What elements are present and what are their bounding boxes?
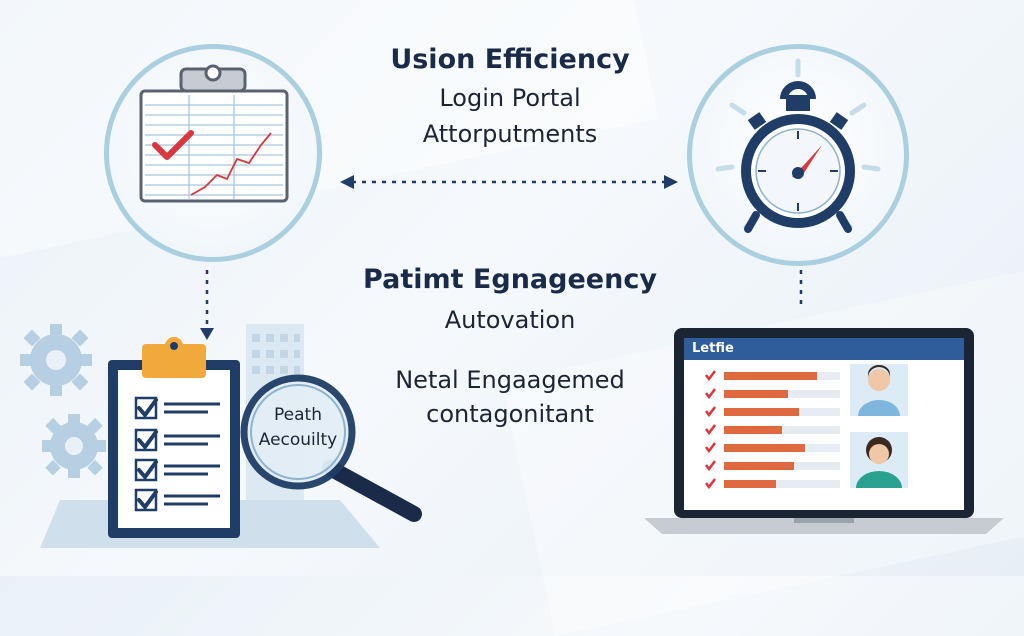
- list-bar: [724, 390, 788, 398]
- usion-efficiency-title: Usion Efficiency: [390, 44, 630, 75]
- magnifier-icon: [240, 374, 422, 522]
- magnifier-text-peath: Peath: [274, 405, 322, 425]
- list-check-icon: [705, 478, 716, 490]
- list-bar: [724, 480, 776, 488]
- list-bar: [724, 426, 782, 434]
- list-check-icon: [705, 370, 716, 382]
- laptop-icon: [644, 328, 1004, 534]
- list-bar: [724, 444, 805, 452]
- netal-engaagemed-text: Netal Engaagemed: [395, 366, 625, 394]
- clipboard-chart-circle: [104, 44, 322, 262]
- list-bar: [724, 462, 794, 470]
- list-bar: [724, 408, 799, 416]
- clipboard-chart-icon: [139, 64, 289, 203]
- magnifier-text-aecouilty: Aecouilty: [258, 430, 338, 450]
- list-bar-track: [724, 480, 840, 488]
- gear-icon: [20, 324, 92, 396]
- list-check-icon: [705, 460, 716, 472]
- login-portal-text: Login Portal: [439, 84, 581, 112]
- checklist-scene: [20, 324, 422, 548]
- dotted-connectors: [200, 175, 803, 340]
- female-avatar-icon: [850, 432, 908, 488]
- contagonitant-text: contagonitant: [426, 400, 594, 428]
- attorputments-text: Attorputments: [422, 120, 598, 148]
- male-avatar-icon: [850, 364, 908, 416]
- laptop-screen-header: Letfie: [692, 341, 734, 356]
- list-bar: [724, 372, 817, 380]
- list-check-icon: [705, 388, 716, 400]
- patimt-egnageency-title: Patimt Egnageency: [363, 264, 657, 295]
- list-check-icon: [705, 442, 716, 454]
- checklist-clipboard-icon: [108, 337, 240, 538]
- list-check-icon: [705, 424, 716, 436]
- list-check-icon: [705, 406, 716, 418]
- autovation-text: Autovation: [444, 306, 576, 334]
- stopwatch-icon: [715, 58, 881, 233]
- stopwatch-circle: [687, 44, 909, 266]
- gear-icon: [42, 414, 106, 478]
